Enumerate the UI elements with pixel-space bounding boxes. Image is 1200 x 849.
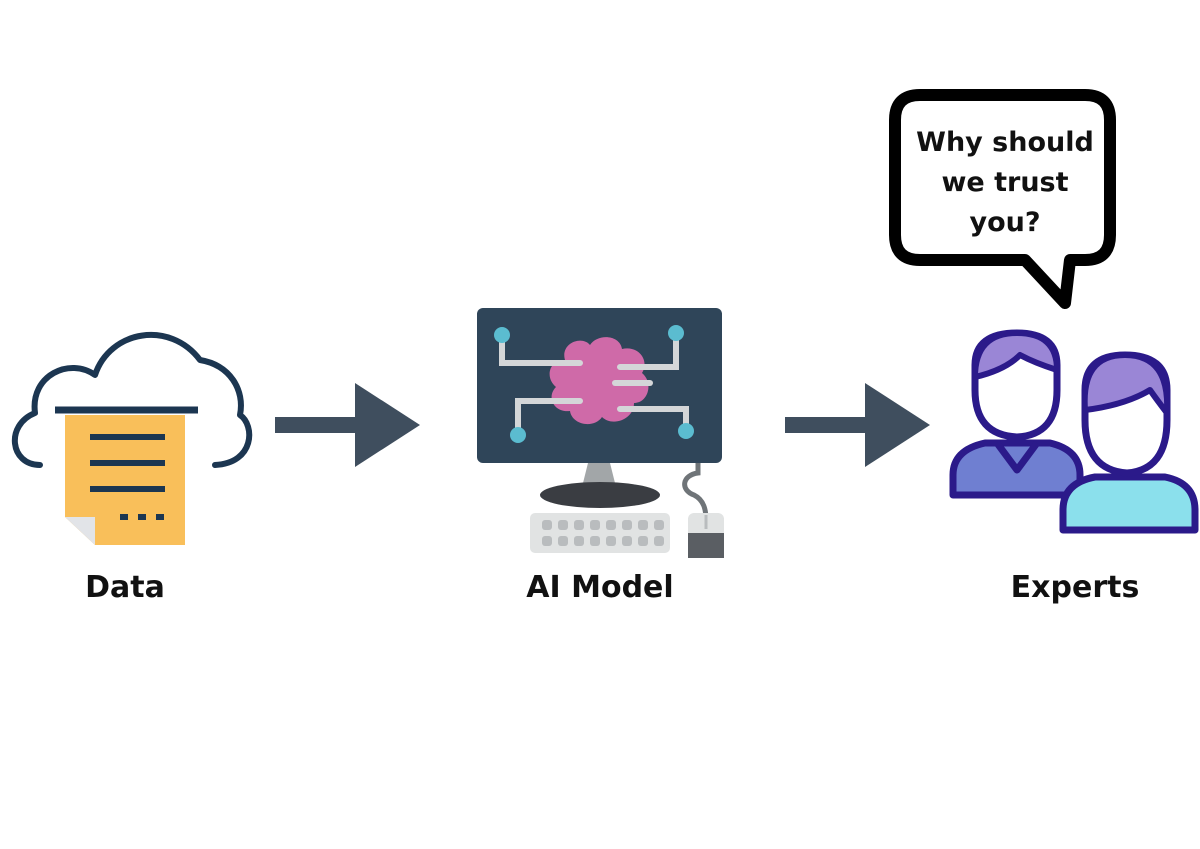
data-label: Data (85, 570, 165, 605)
speech-line: we trust (941, 167, 1069, 198)
arrow-right-icon (785, 383, 930, 467)
ai-model-label: AI Model (526, 570, 674, 605)
speech-line: you? (969, 207, 1041, 238)
two-people-icon (949, 329, 1199, 534)
speech-bubble (889, 89, 1116, 309)
experts-label: Experts (1010, 570, 1140, 605)
cloud-document-icon (11, 332, 253, 545)
speech-line: Why should (916, 127, 1094, 158)
computer-brain-icon (477, 308, 724, 558)
speech-bubble-text: Why should we trust you? (910, 118, 1100, 248)
arrow-right-icon (275, 383, 420, 467)
